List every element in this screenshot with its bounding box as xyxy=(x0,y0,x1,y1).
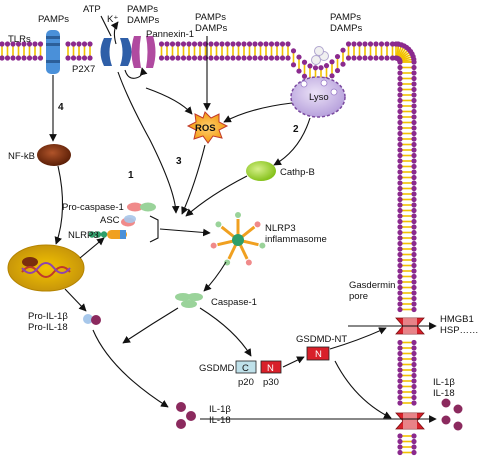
asc-icon xyxy=(121,215,136,227)
pathway-arrows xyxy=(49,15,437,423)
caspase1-label: Caspase-1 xyxy=(211,297,257,308)
p2x7-label: P2X7 xyxy=(72,64,95,75)
p20-label: p20 xyxy=(238,377,254,388)
ros-label: ROS xyxy=(195,123,216,134)
pro-il-particles-icon xyxy=(83,314,101,325)
gsdmd-protein-icon xyxy=(235,360,282,374)
pannexin-label: Pannexin-1 xyxy=(146,29,194,40)
lysosome-icon xyxy=(290,76,346,118)
lyso-label: Lyso xyxy=(309,92,329,103)
nfkb-label: NF-kB xyxy=(8,151,35,162)
k-plus-label: K⁺ xyxy=(107,14,118,25)
p30-label: p30 xyxy=(263,377,279,388)
gsdmd-label: GSDMD xyxy=(199,363,235,374)
released-il-particles-icon xyxy=(441,398,463,431)
step-4-label: 4 xyxy=(58,102,64,113)
nlrp3-protein-icon xyxy=(88,230,127,239)
cell-membrane xyxy=(0,41,417,456)
gsdmd-c-label: C xyxy=(242,363,249,374)
step-1-label: 1 xyxy=(128,170,134,181)
tlr-receptor-icon xyxy=(46,30,60,74)
gasdermin-pore-lower-icon xyxy=(395,412,425,430)
mature-il-particles-icon xyxy=(176,402,196,429)
pamps-particles-icon xyxy=(311,46,329,65)
gsdmd-n-label: N xyxy=(267,363,274,374)
pannexin-channel-icon xyxy=(131,36,156,68)
pamps-left-label: PAMPs xyxy=(38,14,69,25)
procasp-label: Pro-caspase-1 xyxy=(62,202,124,213)
ros-burst-icon xyxy=(186,111,229,144)
caspase-1-icon xyxy=(175,293,203,308)
tlrs-label: TLRs xyxy=(8,34,31,45)
nucleus-icon xyxy=(7,244,85,292)
gsdmd-nt-n-label: N xyxy=(315,349,322,360)
inflammasome-icon xyxy=(210,212,266,266)
pro-caspase-1-icon xyxy=(127,202,156,212)
step-3-label: 3 xyxy=(176,156,182,167)
cathp-label: Cathp-B xyxy=(280,167,315,178)
p2x7-channel-icon xyxy=(100,38,132,66)
nlrp3-label: NLRP3 xyxy=(68,230,99,241)
gsdmd-nt-icon xyxy=(306,346,330,361)
cathepsin-b-icon xyxy=(246,161,276,181)
step-2-label: 2 xyxy=(293,124,299,135)
atp-label: ATP xyxy=(83,4,101,15)
gsdmd-nt-label: GSDMD-NT xyxy=(296,334,347,345)
nfkb-icon xyxy=(37,144,71,166)
asc-label: ASC xyxy=(100,215,120,226)
